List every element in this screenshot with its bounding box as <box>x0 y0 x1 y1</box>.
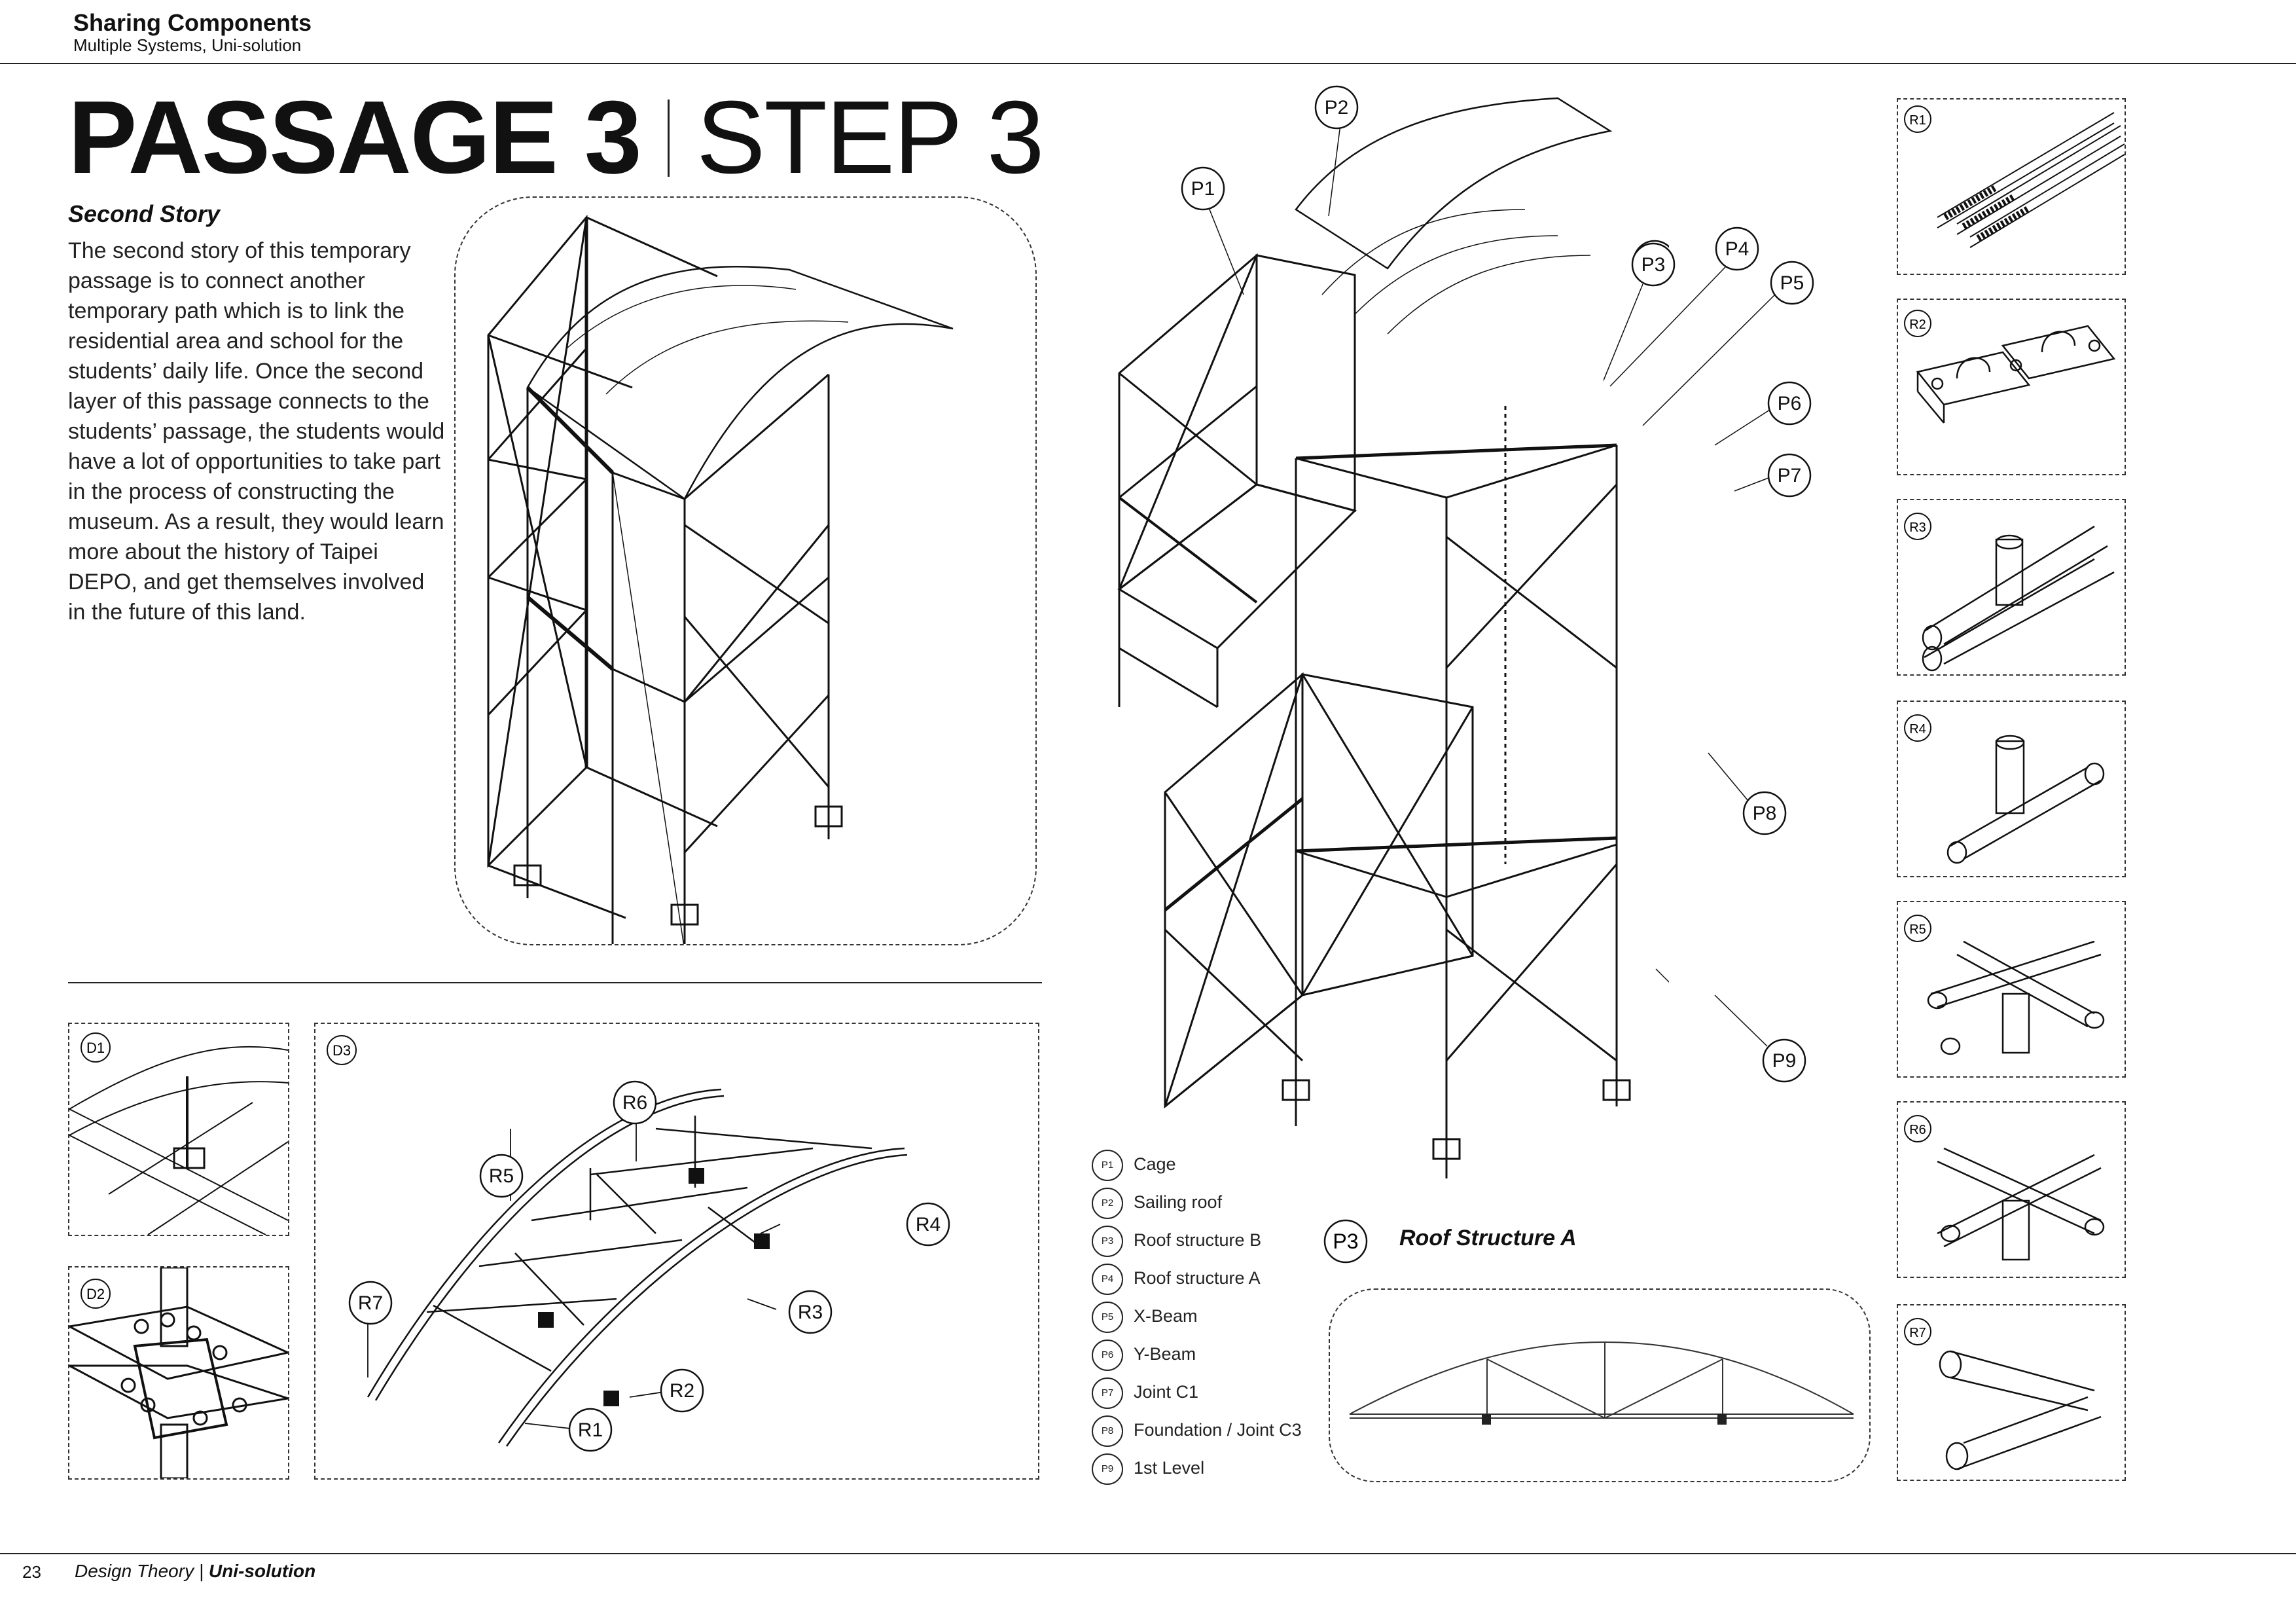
legend-label: Roof structure A <box>1134 1268 1261 1288</box>
assembled-structure-drawing <box>487 214 954 964</box>
footer-right: Uni-solution <box>208 1561 316 1581</box>
detail-d2-panel: D2 <box>66 1266 291 1480</box>
legend-code: P9 <box>1092 1453 1123 1485</box>
header-title: Sharing Components <box>73 9 312 36</box>
d3-callout-r7: R7 <box>358 1292 383 1314</box>
callout-p3: P3 <box>1641 254 1666 276</box>
section-body: The second story of this temporary passa… <box>68 238 445 625</box>
component-panel-r3: R3 <box>1897 499 2126 676</box>
callout-p1: P1 <box>1191 178 1215 200</box>
component-panel-r1: R1 <box>1897 98 2126 275</box>
component-r6-drawing: R6 <box>1904 1115 2105 1261</box>
legend-item-p2: P2 Sailing roof <box>1092 1188 1222 1219</box>
legend-label: Foundation / Joint C3 <box>1134 1420 1302 1440</box>
legend-item-p9: P9 1st Level <box>1092 1453 1204 1485</box>
section-divider <box>68 982 1042 983</box>
legend-label: Sailing roof <box>1134 1192 1223 1213</box>
footer-left: Design Theory | <box>75 1561 209 1581</box>
exploded-callouts: P3 P4 P5 P6 P7 P8 P9 <box>1604 227 1814 1083</box>
page-step: STEP 3 <box>696 80 1045 195</box>
tag-d1: D1 <box>86 1040 105 1056</box>
legend-label: Y-Beam <box>1134 1344 1196 1364</box>
tag-r5: R5 <box>1909 922 1926 937</box>
tag-r7: R7 <box>1909 1326 1926 1340</box>
legend-code: P3 <box>1092 1226 1123 1257</box>
legend-label: 1st Level <box>1134 1458 1205 1478</box>
tag-d2: D2 <box>86 1286 105 1302</box>
component-panel-r5: R5 <box>1897 901 2126 1078</box>
legend-label: Cage <box>1134 1154 1176 1175</box>
legend-item-p1: P1 Cage <box>1092 1150 1176 1181</box>
tag-d3: D3 <box>332 1042 351 1059</box>
component-panel-r4: R4 <box>1897 701 2126 877</box>
d3-callout-r4: R4 <box>916 1214 941 1235</box>
legend-code: P1 <box>1092 1150 1123 1181</box>
callout-p5: P5 <box>1780 272 1804 294</box>
section-heading: Second Story <box>68 200 221 227</box>
roof-structure-code: P3 <box>1333 1230 1358 1253</box>
d3-callout-r1: R1 <box>578 1419 603 1441</box>
callout-p2: P2 <box>1325 97 1349 119</box>
legend-code: P2 <box>1092 1188 1123 1219</box>
component-panel-r6: R6 <box>1897 1101 2126 1278</box>
component-panel-r7: R7 <box>1897 1304 2126 1481</box>
roof-structure-panel <box>1329 1288 1871 1482</box>
component-r3-drawing: R3 <box>1904 513 2115 672</box>
legend-item-p5: P5 X-Beam <box>1092 1302 1198 1333</box>
d3-callout-r5: R5 <box>489 1165 514 1187</box>
legend-item-p8: P8 Foundation / Joint C3 <box>1092 1415 1302 1447</box>
footer-text: Design Theory | Uni-solution <box>75 1561 315 1582</box>
page-number: 23 <box>22 1562 41 1582</box>
d3-callout-r2: R2 <box>670 1380 694 1402</box>
legend-code: P4 <box>1092 1264 1123 1295</box>
component-panel-r2: R2 <box>1897 299 2126 475</box>
detail-d1-drawing: D1 <box>69 1032 289 1235</box>
callout-p4: P4 <box>1725 238 1749 260</box>
roof-structure-drawing <box>1349 1341 1854 1425</box>
legend-item-p6: P6 Y-Beam <box>1092 1340 1196 1371</box>
legend-item-p7: P7 Joint C1 <box>1092 1377 1198 1409</box>
tag-r6: R6 <box>1909 1123 1926 1137</box>
assembled-structure-panel <box>454 196 1037 964</box>
component-r1-drawing: R1 <box>1904 105 2125 248</box>
tag-r4: R4 <box>1909 722 1926 737</box>
legend-code: P6 <box>1092 1340 1123 1371</box>
footer-rule <box>0 1553 2296 1554</box>
component-r4-drawing: R4 <box>1904 714 2105 864</box>
roof-structure-label: Roof Structure A <box>1399 1226 1577 1250</box>
tag-r1: R1 <box>1909 113 1926 128</box>
header-rule <box>0 63 2296 64</box>
detail-d2-drawing: D2 <box>66 1266 291 1480</box>
legend-label: X-Beam <box>1134 1306 1198 1326</box>
legend-item-p4: P4 Roof structure A <box>1092 1264 1261 1295</box>
component-r7-drawing: R7 <box>1904 1318 2102 1470</box>
callout-p6: P6 <box>1778 393 1802 414</box>
detail-d1-panel: D1 <box>68 1023 289 1236</box>
exploded-axonometric-drawing: P1 P2 <box>1117 85 1669 1178</box>
component-r5-drawing: R5 <box>1904 915 2105 1055</box>
detail-d3-drawing: R1 R2 R3 R4 R5 R6 R7 D3 <box>327 1035 950 1452</box>
legend-code: P5 <box>1092 1302 1123 1333</box>
callout-p7: P7 <box>1778 465 1802 486</box>
legend-item-p3: P3 Roof structure B <box>1092 1226 1261 1257</box>
legend-label: Roof structure B <box>1134 1230 1262 1250</box>
header-subtitle: Multiple Systems, Uni-solution <box>73 35 302 55</box>
d3-callout-r3: R3 <box>798 1302 823 1323</box>
d3-callout-r6: R6 <box>622 1092 647 1114</box>
component-r2-drawing: R2 <box>1904 310 2116 424</box>
roof-structure-callout: P3 <box>1323 1219 1368 1264</box>
callout-p8: P8 <box>1753 803 1777 824</box>
detail-d3-panel: R1 R2 R3 R4 R5 R6 R7 D3 <box>314 1023 1039 1480</box>
title-divider <box>668 100 670 177</box>
legend-code: P7 <box>1092 1377 1123 1409</box>
tag-r3: R3 <box>1909 520 1926 535</box>
legend-label: Joint C1 <box>1134 1382 1199 1402</box>
tag-r2: R2 <box>1909 318 1926 332</box>
callout-p9: P9 <box>1772 1050 1797 1072</box>
page-title: PASSAGE 3 <box>68 80 642 195</box>
legend-code: P8 <box>1092 1415 1123 1447</box>
